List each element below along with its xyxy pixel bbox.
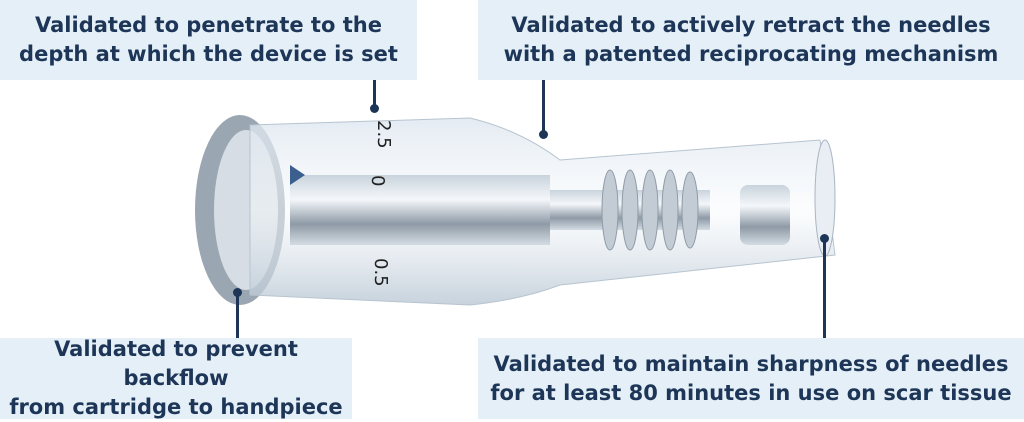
dial-label: 0: [367, 175, 388, 186]
callout-line: Validated to actively retract the needle…: [511, 13, 991, 37]
callout-backflow-prevention: Validated to prevent backflow from cartri…: [0, 337, 352, 419]
leader-dot: [370, 104, 379, 113]
dial-label: 2.5: [373, 120, 394, 149]
callout-needle-retraction: Validated to actively retract the needle…: [478, 0, 1024, 80]
dial-label: 0.5: [370, 258, 391, 287]
callout-line: depth at which the device is set: [19, 42, 398, 66]
leader-dot: [233, 288, 242, 297]
callout-depth-penetration: Validated to penetrate to the depth at wh…: [0, 0, 417, 80]
leader-line: [373, 80, 376, 106]
arrow-marker-icon: [290, 165, 305, 185]
leader-line: [823, 238, 826, 338]
callout-line: Validated to prevent backflow: [54, 337, 298, 390]
callout-needle-sharpness: Validated to maintain sharpness of needl…: [478, 338, 1024, 419]
device-body: 2.5 0 0.5: [195, 115, 836, 306]
callout-line: from cartridge to handpiece: [9, 395, 343, 419]
callout-line: for at least 80 minutes in use on scar t…: [490, 380, 1012, 405]
leader-dot: [539, 130, 548, 139]
callout-line: Validated to penetrate to the: [35, 13, 382, 37]
callout-line: Validated to maintain sharpness of needl…: [493, 351, 1009, 376]
callout-line: with a patented reciprocating mechanism: [503, 42, 999, 66]
leader-line: [236, 292, 239, 338]
leader-dot: [820, 234, 829, 243]
leader-line: [542, 80, 545, 132]
